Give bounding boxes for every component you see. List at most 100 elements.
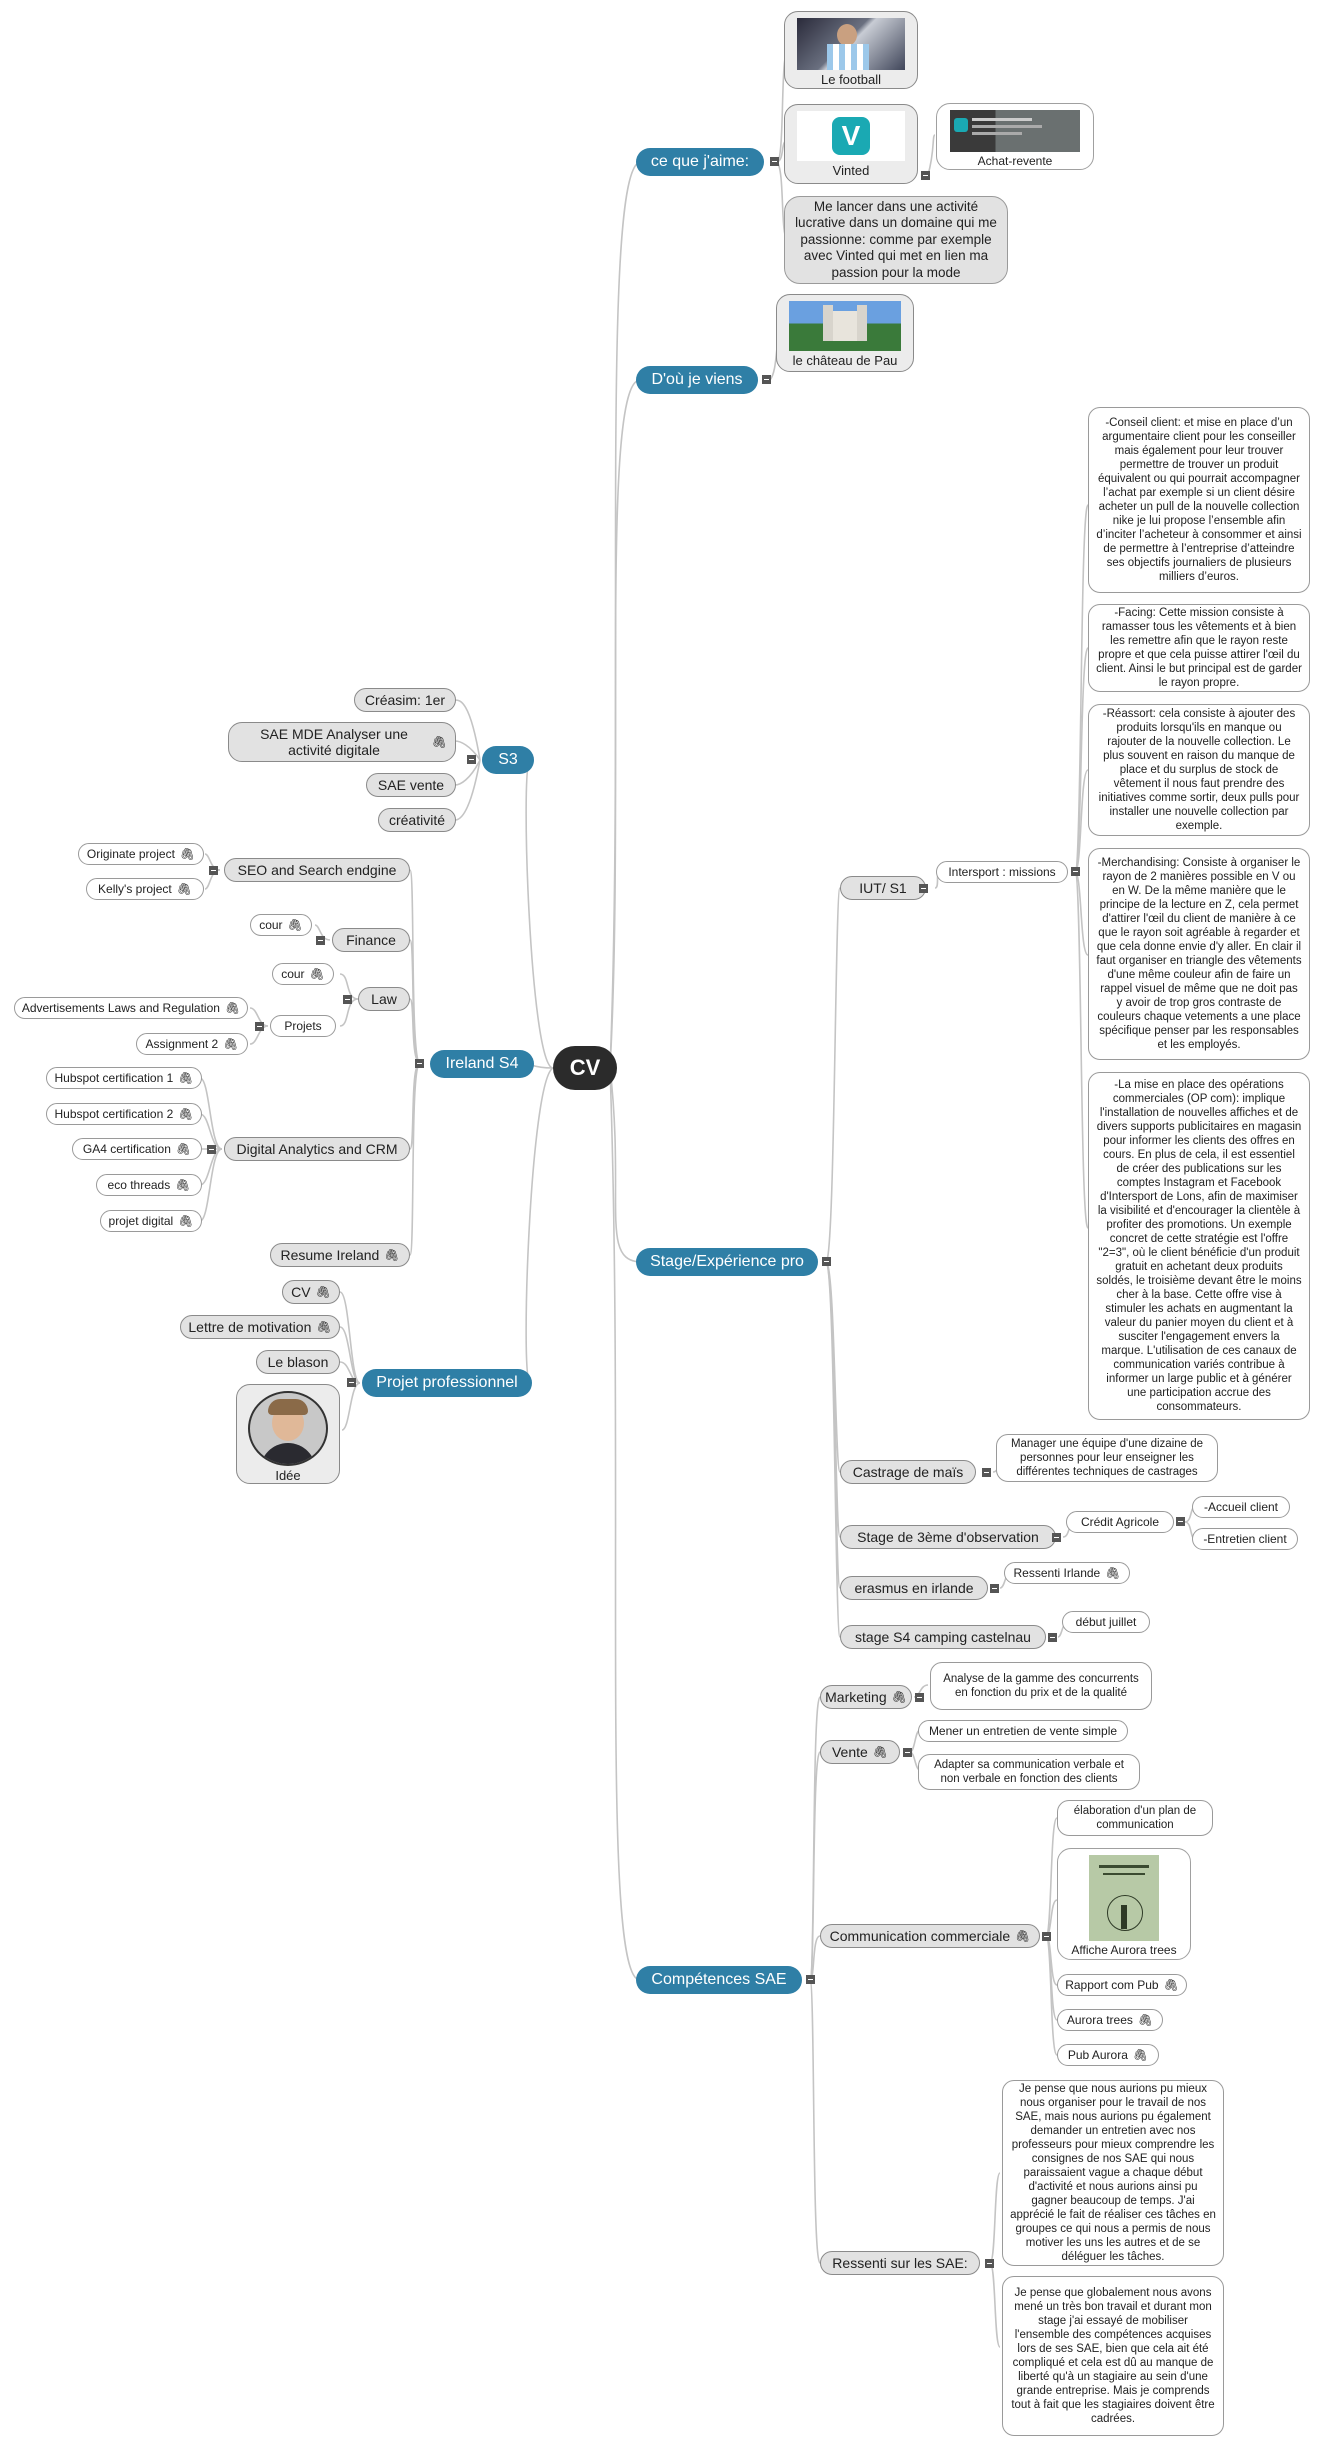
ireland-seo[interactable]: SEO and Search endgine [224, 858, 410, 882]
ireland-finance[interactable]: Finance [332, 928, 410, 952]
collapse-toggle-icon[interactable] [770, 157, 779, 166]
paperclip-icon[interactable]: 🖇 [872, 1745, 889, 1759]
branch-projet-professionnel[interactable]: Projet professionnel [362, 1369, 532, 1397]
ireland-law[interactable]: Law [358, 987, 410, 1011]
paperclip-icon[interactable]: 🖇 [176, 882, 192, 896]
comp-vente[interactable]: Vente🖇 [820, 1740, 900, 1764]
collapse-toggle-icon[interactable] [762, 375, 771, 384]
mission-conseil-client[interactable]: -Conseil client: et mise en place d’un a… [1088, 407, 1310, 593]
credit-accueil-client[interactable]: -Accueil client [1192, 1496, 1290, 1518]
collapse-toggle-icon[interactable] [316, 936, 325, 945]
ressenti-organisation[interactable]: Je pense que nous aurions pu mieux nous … [1002, 2080, 1224, 2266]
s3-item-sae-mde[interactable]: SAE MDE Analyser une activité digitale🖇 [228, 722, 456, 762]
ireland-projets[interactable]: Projets [270, 1015, 336, 1037]
branch-s3[interactable]: S3 [482, 746, 534, 774]
paperclip-icon[interactable]: 🖇 [1015, 1929, 1031, 1943]
paperclip-icon[interactable]: 🖇 [315, 1285, 331, 1299]
comp-communication-commerciale[interactable]: Communication commerciale🖇 [820, 1924, 1040, 1948]
node-le-football[interactable]: Le football [784, 11, 918, 89]
root-node[interactable]: CV [553, 1046, 617, 1090]
stage-credit-agricole[interactable]: Crédit Agricole [1066, 1511, 1174, 1533]
paperclip-icon[interactable]: 🖇 [1137, 2013, 1154, 2027]
erasmus-ressenti-irlande[interactable]: Ressenti Irlande🖇 [1004, 1562, 1130, 1584]
comm-rapport-com-pub[interactable]: Rapport com Pub🖇 [1057, 1974, 1187, 1996]
ireland-originate-project[interactable]: Originate project🖇 [78, 843, 204, 865]
paperclip-icon[interactable]: 🖇 [891, 1690, 907, 1704]
ireland-ga4[interactable]: GA4 certification🖇 [72, 1138, 202, 1160]
ireland-eco-threads[interactable]: eco threads🖇 [96, 1174, 202, 1196]
paperclip-icon[interactable]: 🖇 [178, 1214, 194, 1228]
paperclip-icon[interactable]: 🖇 [175, 1142, 192, 1156]
ressenti-bon-travail[interactable]: Je pense que globalement nous avons mené… [1002, 2276, 1224, 2436]
collapse-toggle-icon[interactable] [467, 755, 476, 764]
ireland-advertisements-laws[interactable]: Advertisements Laws and Regulation🖇 [14, 997, 248, 1019]
paperclip-icon[interactable]: 🖇 [384, 1248, 400, 1262]
marketing-analyse-gamme[interactable]: Analyse de la gamme des concurrents en f… [930, 1662, 1152, 1710]
collapse-toggle-icon[interactable] [919, 884, 928, 893]
projet-cv[interactable]: CV🖇 [282, 1280, 340, 1304]
projet-idee[interactable]: Idée [236, 1384, 340, 1484]
mission-facing[interactable]: -Facing: Cette mission consiste à ramass… [1088, 604, 1310, 692]
ireland-hubspot-1[interactable]: Hubspot certification 1🖇 [46, 1067, 202, 1089]
mission-op-com[interactable]: -La mise en place des opérations commerc… [1088, 1072, 1310, 1420]
stage-castrage-de-mais[interactable]: Castrage de maïs [840, 1460, 976, 1484]
paperclip-icon[interactable]: 🖇 [178, 1071, 194, 1085]
collapse-toggle-icon[interactable] [343, 995, 352, 1004]
collapse-toggle-icon[interactable] [347, 1378, 356, 1387]
collapse-toggle-icon[interactable] [822, 1257, 831, 1266]
s3-item-creasim[interactable]: Créasim: 1er [354, 688, 456, 712]
collapse-toggle-icon[interactable] [985, 2259, 994, 2268]
castrage-manager-equipe[interactable]: Manager une équipe d'une dizaine de pers… [996, 1434, 1218, 1482]
branch-dou-je-viens[interactable]: D'où je viens [636, 366, 758, 394]
s3-item-sae-vente[interactable]: SAE vente [366, 773, 456, 797]
paperclip-icon[interactable]: 🖇 [431, 735, 447, 749]
ireland-assignment-2[interactable]: Assignment 2🖇 [136, 1033, 248, 1055]
collapse-toggle-icon[interactable] [921, 171, 930, 180]
branch-competences-sae[interactable]: Compétences SAE [636, 1966, 802, 1994]
paperclip-icon[interactable]: 🖇 [175, 1178, 191, 1192]
ireland-resume[interactable]: Resume Ireland🖇 [270, 1243, 410, 1267]
collapse-toggle-icon[interactable] [1048, 1633, 1057, 1642]
comp-marketing[interactable]: Marketing🖇 [820, 1685, 912, 1709]
collapse-toggle-icon[interactable] [207, 1145, 216, 1154]
mission-merchandising[interactable]: -Merchandising: Consiste à organiser le … [1088, 848, 1310, 1060]
collapse-toggle-icon[interactable] [990, 1584, 999, 1593]
comm-aurora-trees[interactable]: Aurora trees🖇 [1057, 2009, 1163, 2031]
stage-3eme-observation[interactable]: Stage de 3ème d'observation [840, 1525, 1056, 1549]
collapse-toggle-icon[interactable] [255, 1022, 264, 1031]
ireland-law-cour[interactable]: cour🖇 [272, 963, 334, 985]
paperclip-icon[interactable]: 🖇 [287, 918, 303, 932]
collapse-toggle-icon[interactable] [1052, 1533, 1061, 1542]
branch-ce-que-jaime[interactable]: ce que j'aime: [636, 148, 764, 176]
collapse-toggle-icon[interactable] [806, 1975, 815, 1984]
paperclip-icon[interactable]: 🖇 [316, 1320, 332, 1334]
ireland-finance-cour[interactable]: cour🖇 [250, 914, 312, 936]
collapse-toggle-icon[interactable] [903, 1748, 912, 1757]
vente-mener-entretien[interactable]: Mener un entretien de vente simple [918, 1720, 1128, 1742]
collapse-toggle-icon[interactable] [1176, 1517, 1185, 1526]
stage-s4-camping-castelnau[interactable]: stage S4 camping castelnau [840, 1625, 1046, 1649]
ireland-digital-analytics[interactable]: Digital Analytics and CRM [224, 1137, 410, 1161]
collapse-toggle-icon[interactable] [982, 1468, 991, 1477]
comp-ressenti-sur-les-sae[interactable]: Ressenti sur les SAE: [820, 2251, 980, 2275]
ireland-projet-digital[interactable]: projet digital🖇 [100, 1210, 202, 1232]
stage-intersport-missions[interactable]: Intersport : missions [936, 861, 1068, 883]
branch-ireland-s4[interactable]: Ireland S4 [430, 1050, 534, 1078]
paperclip-icon[interactable]: 🖇 [178, 1107, 194, 1121]
comm-elaboration-plan[interactable]: élaboration d'un plan de communication [1057, 1800, 1213, 1836]
comm-pub-aurora[interactable]: Pub Aurora🖇 [1057, 2044, 1159, 2066]
ireland-hubspot-2[interactable]: Hubspot certification 2🖇 [46, 1103, 202, 1125]
branch-stage-experience-pro[interactable]: Stage/Expérience pro [636, 1248, 818, 1276]
paperclip-icon[interactable]: 🖇 [179, 847, 196, 861]
collapse-toggle-icon[interactable] [415, 1059, 424, 1068]
collapse-toggle-icon[interactable] [209, 866, 218, 875]
s3-item-creativite[interactable]: créativité [378, 808, 456, 832]
paperclip-icon[interactable]: 🖇 [1105, 1566, 1121, 1580]
collapse-toggle-icon[interactable] [1042, 1932, 1051, 1941]
camping-debut-juillet[interactable]: début juillet [1062, 1611, 1150, 1633]
paperclip-icon[interactable]: 🖇 [309, 967, 325, 981]
paperclip-icon[interactable]: 🖇 [1132, 2048, 1149, 2062]
node-me-lancer[interactable]: Me lancer dans une activité lucrative da… [784, 196, 1008, 284]
collapse-toggle-icon[interactable] [915, 1693, 924, 1702]
collapse-toggle-icon[interactable] [1071, 867, 1080, 876]
